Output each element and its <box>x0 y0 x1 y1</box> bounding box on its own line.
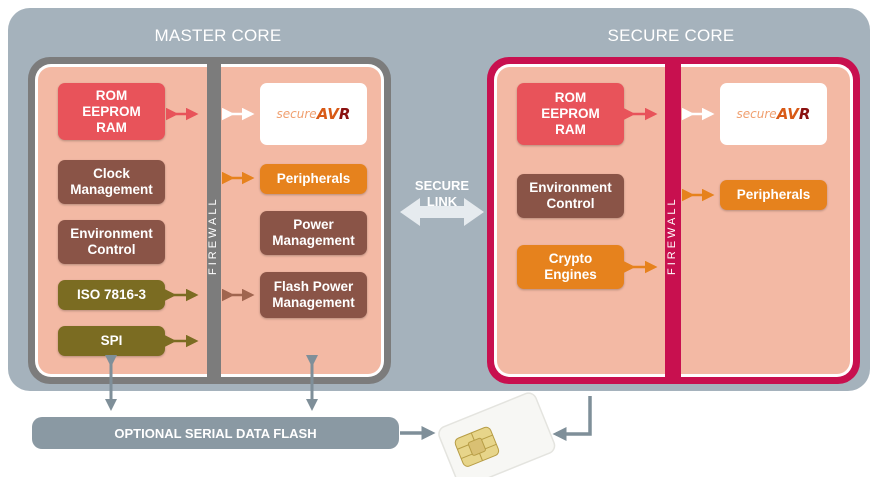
master-core-title: MASTER CORE <box>154 26 282 45</box>
smart-card-icon <box>438 392 556 477</box>
secure-core-title: SECURE CORE <box>607 26 735 45</box>
master-peripherals-block: Peripherals <box>260 164 367 194</box>
logo-brand-text: AV <box>776 105 799 123</box>
logo-pre-text: secure <box>736 107 777 121</box>
master-clock-management-block: Clock Management <box>58 160 165 204</box>
spi-block: SPI <box>58 326 165 356</box>
secure-link-line1: SECURE <box>414 178 470 193</box>
power-management-block: Power Management <box>260 211 367 255</box>
master-memory-block: ROM EEPROM RAM <box>58 83 165 140</box>
logo-brand-text: AV <box>316 105 339 123</box>
secure-memory-block: ROM EEPROM RAM <box>517 83 624 145</box>
master-environment-control-block: Environment Control <box>58 220 165 264</box>
logo-pre-text: secure <box>276 107 317 121</box>
secure-peripherals-block: Peripherals <box>720 180 827 210</box>
secure-firewall <box>665 64 681 377</box>
secure-link-arrow <box>400 198 484 226</box>
secure-link-line2: LINK <box>426 194 458 209</box>
flash-power-management-block: Flash Power Management <box>260 272 367 318</box>
secure-environment-control-block: Environment Control <box>517 174 624 218</box>
secure-link-label: SECURE LINK <box>400 178 484 210</box>
crypto-engines-block: Crypto Engines <box>517 245 624 289</box>
arrow-secure-to-card <box>552 396 592 441</box>
logo-brand-r-text: R <box>338 105 351 123</box>
optional-serial-data-flash: OPTIONAL SERIAL DATA FLASH <box>32 417 399 449</box>
logo-brand-r-text: R <box>798 105 811 123</box>
master-firewall <box>207 64 221 377</box>
iso-7816-block: ISO 7816-3 <box>58 280 165 310</box>
